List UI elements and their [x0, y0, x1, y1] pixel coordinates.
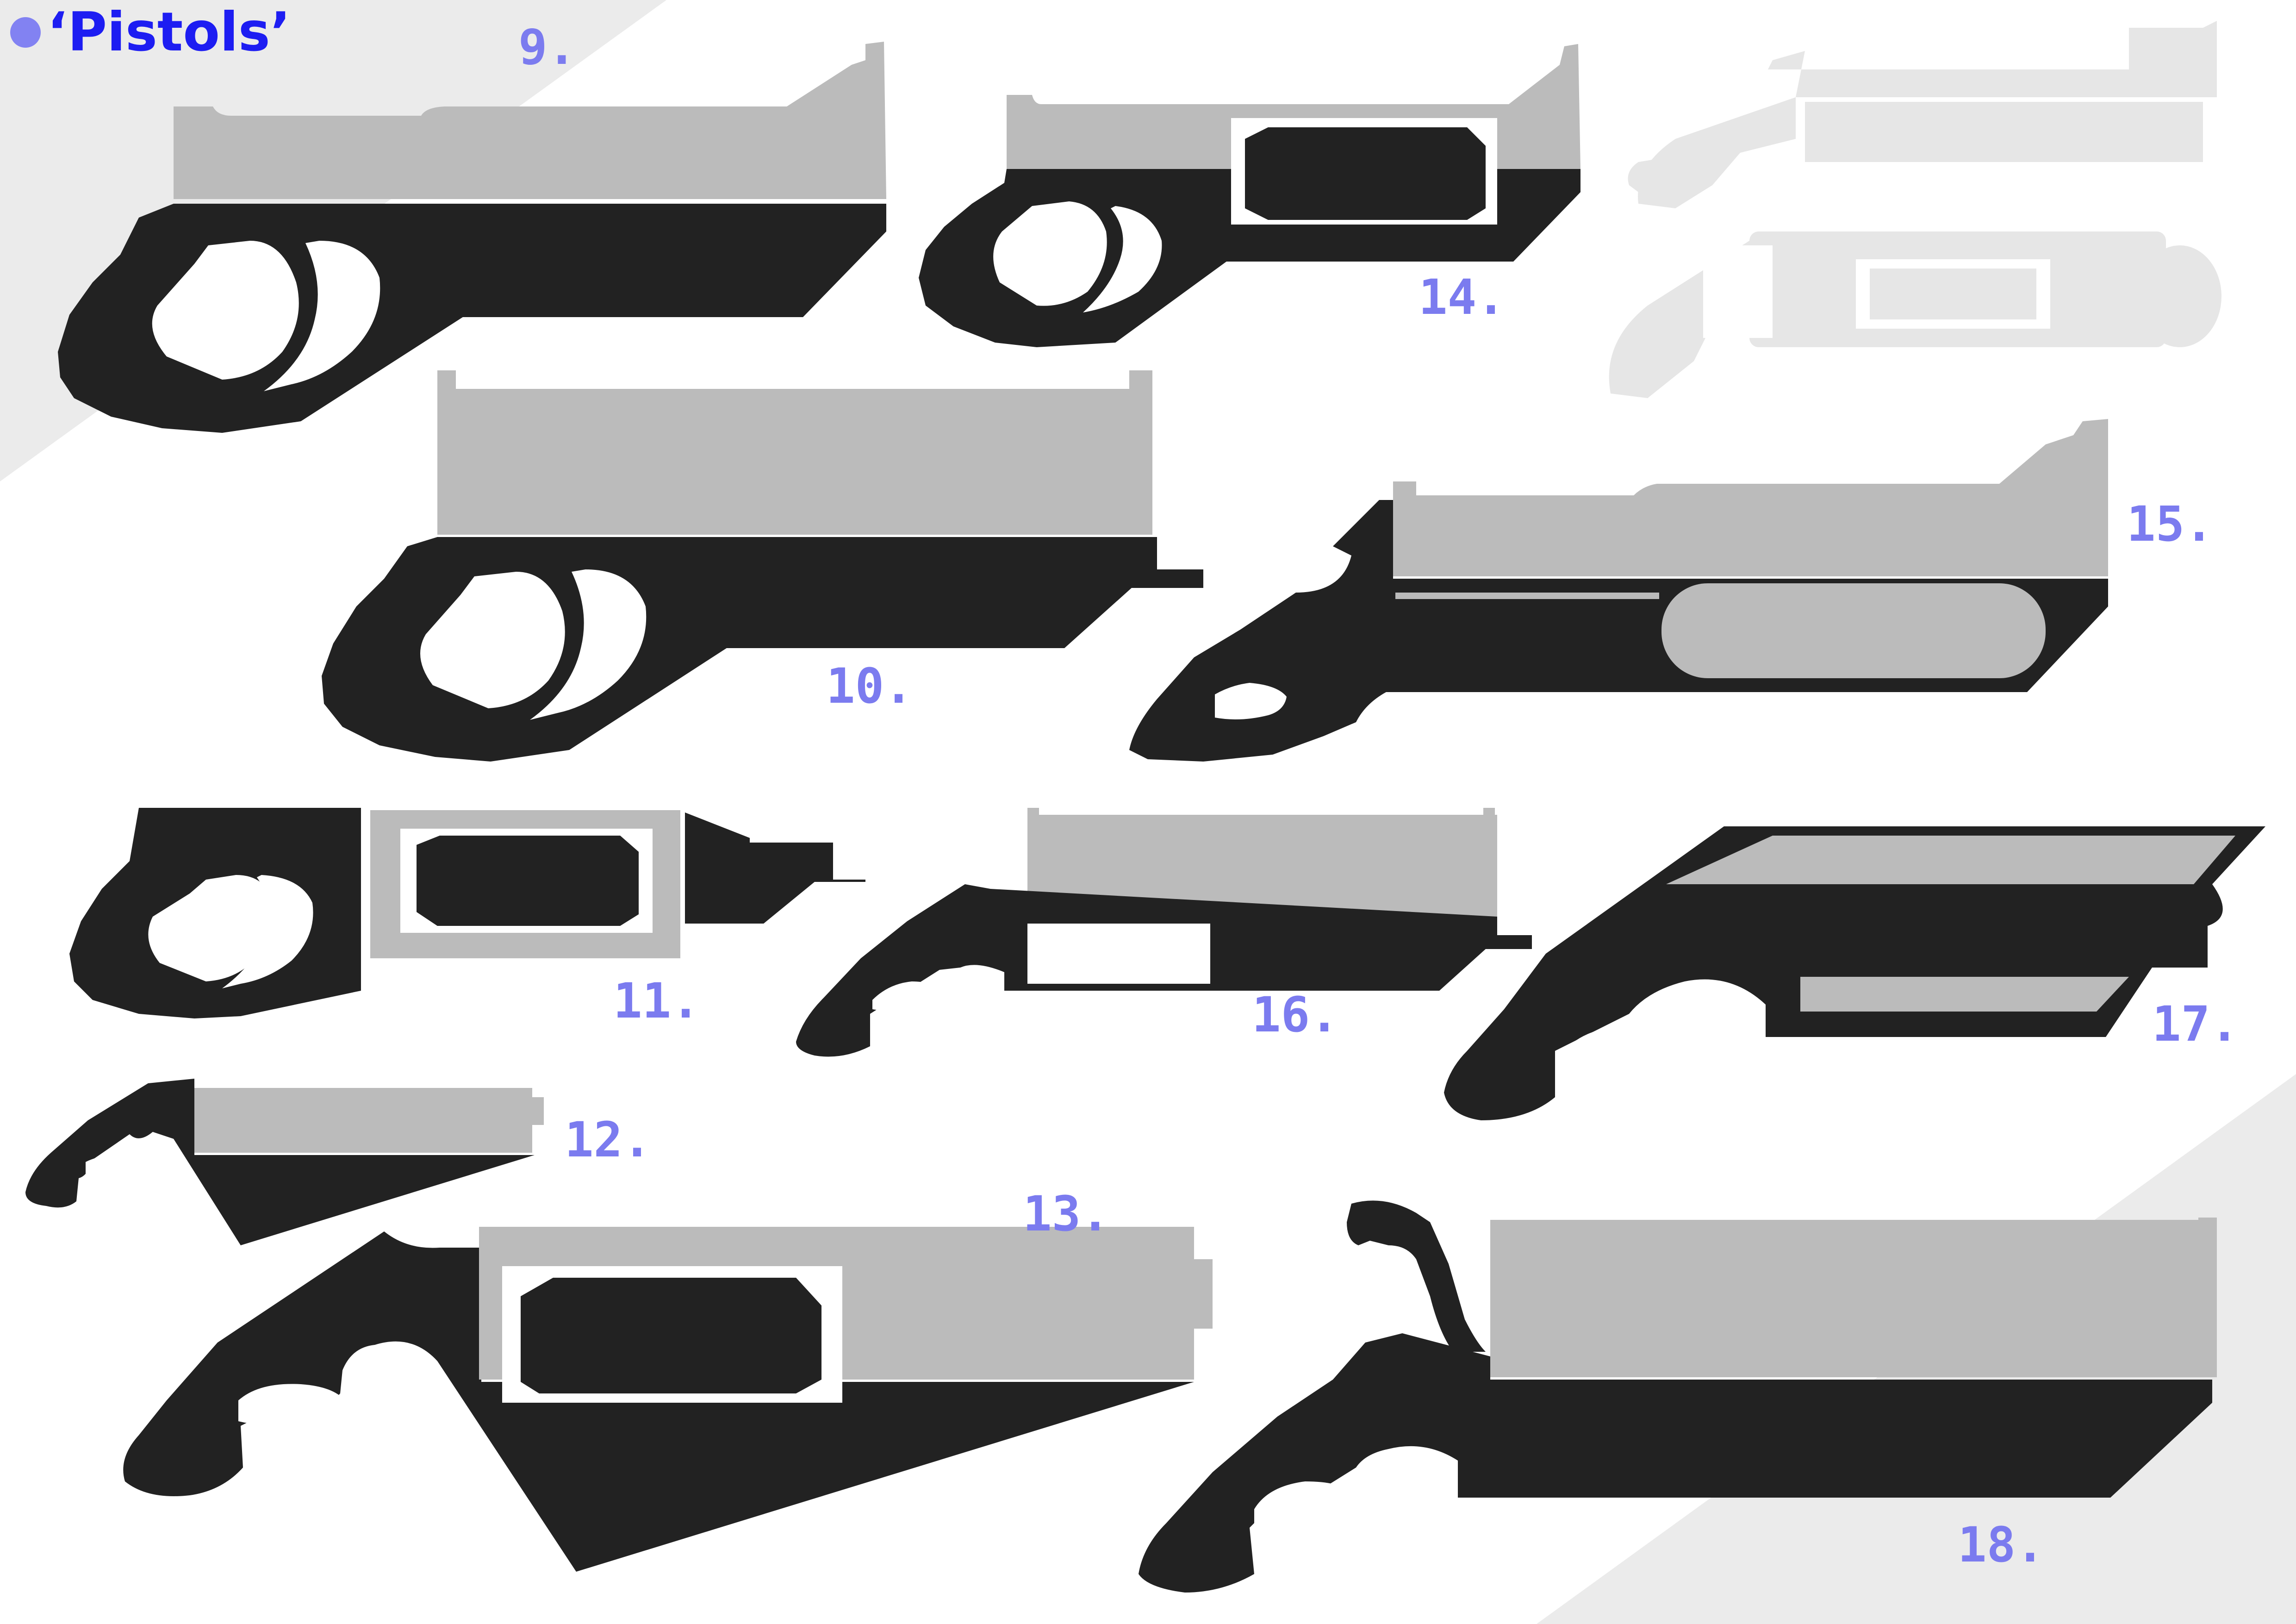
sheet-header: ‘Pistols’: [10, 6, 291, 59]
label-17: 17.: [2152, 996, 2239, 1052]
pistol-10: [322, 370, 1203, 762]
pistol-16-sight-rear: [1027, 808, 1039, 822]
pistol-9-grip-hole: [152, 241, 299, 380]
bullet-dot: [10, 17, 41, 48]
pistol-17-top-rail: [1666, 836, 2235, 884]
pistol-9-barrel: [174, 42, 886, 199]
pistol-12-barrel: [194, 1088, 532, 1153]
pistol-16: [796, 808, 1532, 1057]
pistol-10-grip-hole: [420, 572, 565, 708]
pistol-17-frame: [1444, 826, 2265, 1120]
label-10: 10.: [826, 658, 913, 714]
pistol-14-magazine: [1245, 127, 1486, 220]
pistol-12-grip-hole: [86, 1156, 130, 1179]
pistol-15-barrel: [1393, 419, 2108, 576]
pistol-15-slot: [1661, 583, 2046, 678]
label-14: 14.: [1419, 269, 1506, 325]
pistol-14-grip-hole: [993, 201, 1107, 306]
pistol-12-muzzle-tab: [530, 1097, 544, 1125]
pistol-16-sight-front: [1483, 808, 1495, 822]
pistol-16-grip-hole: [872, 981, 942, 1012]
pistol-10-barrel: [437, 370, 1152, 535]
pistol-12: [25, 1079, 544, 1245]
pistol-15-grip-hole: [1215, 683, 1287, 719]
pistol-11-magazine: [417, 836, 639, 926]
pistol-11-front: [685, 812, 865, 924]
pistol-13-muzzle: [1192, 1259, 1213, 1329]
pistol-18-barrel: [1490, 1220, 2217, 1377]
pistol-15-frame: [1129, 500, 2108, 762]
pistol-17: [1444, 826, 2265, 1120]
pistol-14: [919, 44, 1580, 347]
pistol-11-grip-hole: [148, 875, 273, 981]
pistol-18-sight-front: [2198, 1218, 2217, 1236]
pistol-9: [58, 42, 886, 433]
pistol-9-trigger-guard: [264, 241, 380, 391]
pistol-11: [69, 808, 865, 1018]
label-18: 18.: [1958, 1517, 2045, 1573]
pistol-18-grip-hole: [1254, 1481, 1356, 1525]
pistol-13-magazine: [521, 1278, 821, 1393]
pistol-17-lower-slot: [1800, 977, 2129, 1012]
pistol-16-opening: [1027, 924, 1210, 984]
label-16: 16.: [1252, 987, 1339, 1043]
pistol-13-grip-hole: [238, 1384, 345, 1427]
pistol-15-slide-rail: [1395, 593, 1659, 599]
pistol-18: [1139, 1200, 2217, 1593]
pistol-14-trigger-guard: [1083, 206, 1162, 312]
pistol-18-frame: [1139, 1333, 2212, 1593]
label-15: 15.: [2127, 496, 2214, 552]
pistol-18-hammer: [1347, 1200, 1486, 1352]
pistol-12-frame: [25, 1079, 535, 1245]
pistol-11-trigger-guard: [222, 875, 313, 988]
sheet-title: ‘Pistols’: [47, 1, 291, 63]
ghost-pistol-upper: [1628, 21, 2217, 208]
pistol-15: [1129, 419, 2108, 762]
pistol-13: [123, 1227, 1213, 1572]
label-9: 9.: [518, 19, 577, 75]
pistol-17-grip-hole: [1560, 1028, 1661, 1067]
label-12: 12.: [565, 1112, 652, 1168]
pistol-10-trigger-guard: [530, 569, 647, 720]
label-11: 11.: [613, 973, 700, 1029]
label-13: 13.: [1023, 1186, 1110, 1242]
ghost-pistol-lower: [1609, 231, 2221, 398]
